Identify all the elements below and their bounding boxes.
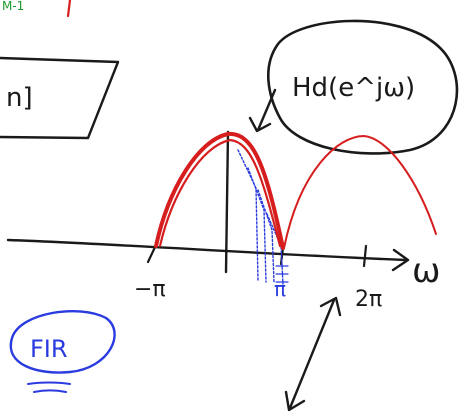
main-lobe-curve (154, 131, 285, 250)
pi-label: π (274, 277, 286, 301)
label-bubble (267, 19, 459, 155)
double-arrow-bottom-head (284, 390, 306, 412)
minus-pi-tick (146, 243, 158, 264)
two-pi-tick (362, 244, 368, 268)
blue-dotted-line-4 (266, 213, 284, 285)
fir-label: FIR (30, 335, 68, 363)
pointer-arrow-line (256, 88, 277, 132)
omega-axis-arrowhead (391, 248, 410, 272)
blue-hatch-marks (275, 265, 289, 283)
double-arrow-line (288, 298, 336, 410)
minus-pi-label: −π (134, 277, 166, 302)
two-pi-label: 2π (355, 287, 382, 312)
blue-dotted-line-3 (257, 189, 275, 283)
double-arrow-top-head (319, 296, 342, 317)
omega-label: ω (412, 251, 440, 291)
parallelogram-box (0, 56, 120, 140)
pointer-arrowhead (248, 116, 272, 133)
main-lobe-overtrace (158, 138, 282, 248)
fir-oval (9, 310, 116, 374)
omega-axis (6, 238, 407, 262)
box-fragment-text: n] (6, 83, 33, 113)
blue-dotted-line-2 (247, 167, 267, 283)
periodic-lobe-curve (283, 135, 437, 249)
fir-underlines (27, 381, 71, 393)
top-red-tick (66, 0, 72, 18)
bubble-label-text: Hd(e^jω) (292, 73, 415, 103)
top-left-fragment-text: M-1 (2, 0, 24, 13)
vertical-axis (224, 130, 230, 274)
